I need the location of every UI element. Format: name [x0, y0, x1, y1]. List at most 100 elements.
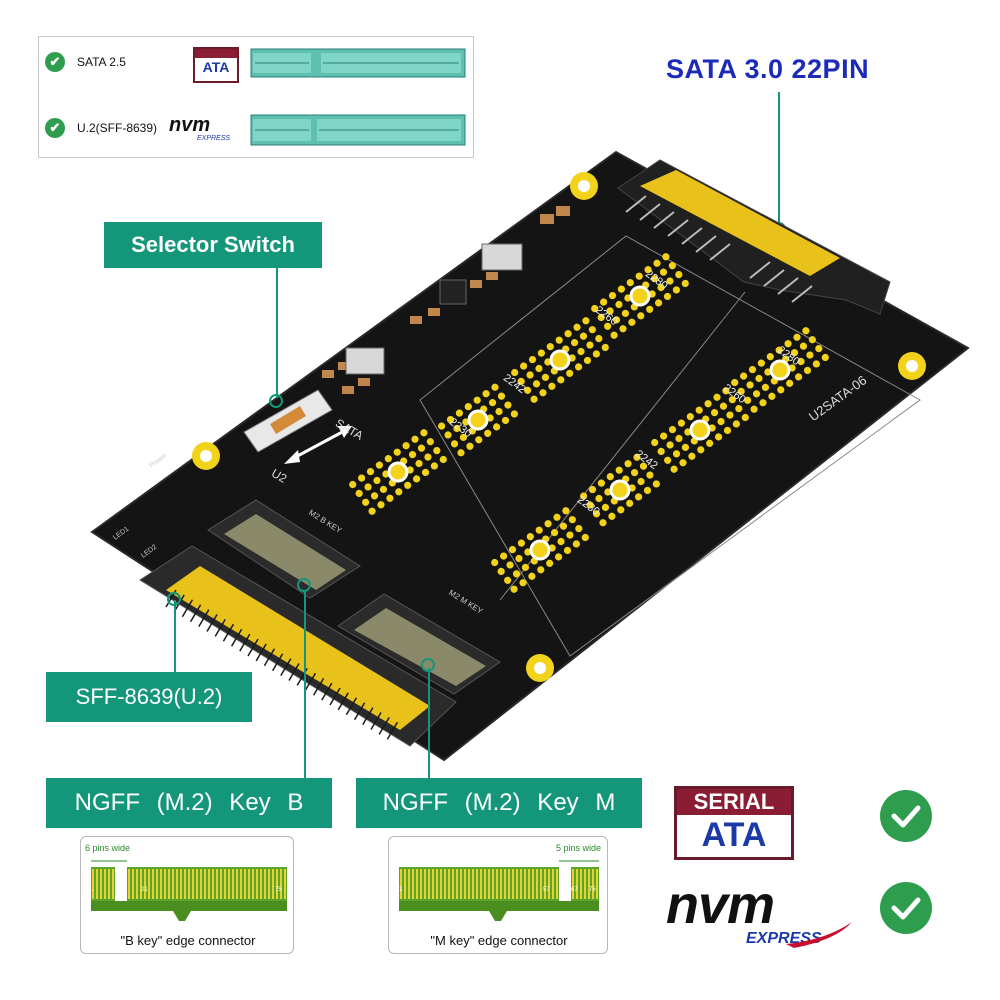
pad-dot	[621, 309, 630, 317]
pad-dot	[660, 432, 668, 440]
pad-dot	[582, 317, 590, 325]
connector-pin	[230, 628, 243, 647]
compatibility-legend: ✔ SATA 2.5 ✔ U.2(SFF-8639) ATA nvm EXPRE…	[38, 36, 474, 158]
connector-pin	[280, 658, 292, 676]
pad-dot	[573, 323, 581, 331]
sata-connector-title: SATA 3.0 22PIN	[666, 54, 870, 84]
pad-dot	[482, 390, 490, 398]
check-icon: ✔	[45, 118, 65, 138]
m2-key-b-slot	[207, 499, 361, 599]
pad-dot	[535, 526, 543, 534]
pad-dot	[626, 499, 634, 507]
pad-dot	[761, 383, 770, 391]
pad-dot	[411, 435, 419, 443]
pad-dot	[510, 585, 518, 593]
pad-dot	[624, 460, 632, 468]
pad-field	[580, 453, 660, 527]
serial-ata-logo: SERIAL ATA	[674, 786, 794, 860]
pad-dot	[393, 448, 401, 456]
pad-dot	[464, 403, 472, 411]
b-key-pins-note: 6 pins wide	[85, 843, 131, 853]
pad-dot	[504, 401, 512, 409]
pad-dot	[752, 390, 761, 398]
pad-field	[731, 327, 829, 413]
pin-number: 57	[543, 887, 550, 893]
b-key-edge-drawing	[91, 860, 287, 921]
pad-dot	[580, 492, 588, 500]
connector-pin	[255, 643, 267, 662]
connector-pin	[353, 702, 366, 721]
pad-dot	[426, 438, 434, 446]
pad-dot	[615, 300, 623, 309]
standoff-hole	[629, 285, 651, 307]
m-key-pins-note: 5 pins wide	[555, 843, 601, 853]
pad-dot	[550, 529, 559, 537]
pad-dot	[457, 449, 465, 457]
pad-dot	[740, 372, 748, 380]
pad-dot	[539, 389, 547, 397]
pad-dot	[630, 469, 639, 477]
pad-dot	[444, 431, 452, 439]
mount-holes	[192, 172, 926, 682]
standoff-hole	[387, 461, 409, 483]
pad-dot	[524, 386, 532, 394]
pad-dot	[666, 441, 674, 449]
pad-dot	[484, 429, 492, 437]
connector-pin	[214, 619, 226, 637]
pad-dot	[784, 340, 792, 348]
pad-dot	[546, 559, 554, 567]
pad-dot	[723, 426, 732, 435]
pad-dot	[651, 438, 659, 447]
connector-pin	[321, 682, 333, 701]
pad-dot	[555, 336, 563, 344]
pad-dot	[704, 400, 712, 408]
pad-dot	[583, 356, 592, 365]
connector-pin	[378, 717, 390, 735]
pad-dot	[668, 262, 676, 270]
sata-supported-check-icon	[880, 790, 932, 842]
key-b-callout-line	[304, 590, 306, 778]
pad-dot	[563, 546, 572, 555]
pad-dot	[579, 332, 588, 340]
pad-dot	[748, 365, 757, 374]
pad-dot	[628, 318, 636, 326]
standoff-hole	[609, 479, 631, 501]
pad-dot	[755, 374, 763, 383]
pad-dot	[668, 425, 677, 434]
pad-dot	[710, 409, 719, 417]
pad-dot	[677, 419, 686, 427]
check-icon: ✔	[45, 52, 65, 72]
pad-dot	[766, 353, 774, 361]
sata-callout-line	[778, 92, 780, 230]
pad-dot	[395, 488, 403, 496]
selector-callout-line	[276, 268, 278, 398]
pad-dot	[635, 272, 643, 280]
m-key-caption: "M key" edge connector	[430, 933, 568, 948]
pad-dot	[530, 395, 538, 403]
pad-dot	[595, 494, 603, 503]
pad-dot	[364, 483, 372, 491]
pad-field	[651, 387, 749, 473]
pad-dot	[731, 378, 739, 387]
pad-dot	[793, 333, 801, 341]
pad-dot	[430, 462, 438, 470]
pad-dot	[599, 519, 607, 527]
m-key-edge-drawing	[399, 860, 599, 921]
pad-dot	[588, 326, 596, 334]
pad-dot	[728, 396, 736, 404]
pad-dot	[777, 386, 785, 394]
pad-dot	[446, 415, 455, 424]
pad-dot	[455, 409, 464, 417]
pad-dot	[746, 381, 754, 389]
pad-dot	[553, 513, 561, 521]
pad-dot	[433, 446, 441, 455]
pad-dot	[575, 524, 583, 533]
pad-dot	[512, 570, 521, 578]
pad-dot	[802, 327, 810, 335]
pad-dot	[488, 399, 497, 407]
pad-dot	[528, 355, 537, 364]
pad-dot	[706, 439, 714, 447]
nvme-supported-check-icon	[880, 882, 932, 934]
pad-dot	[532, 380, 541, 388]
pad-dot	[644, 266, 652, 274]
